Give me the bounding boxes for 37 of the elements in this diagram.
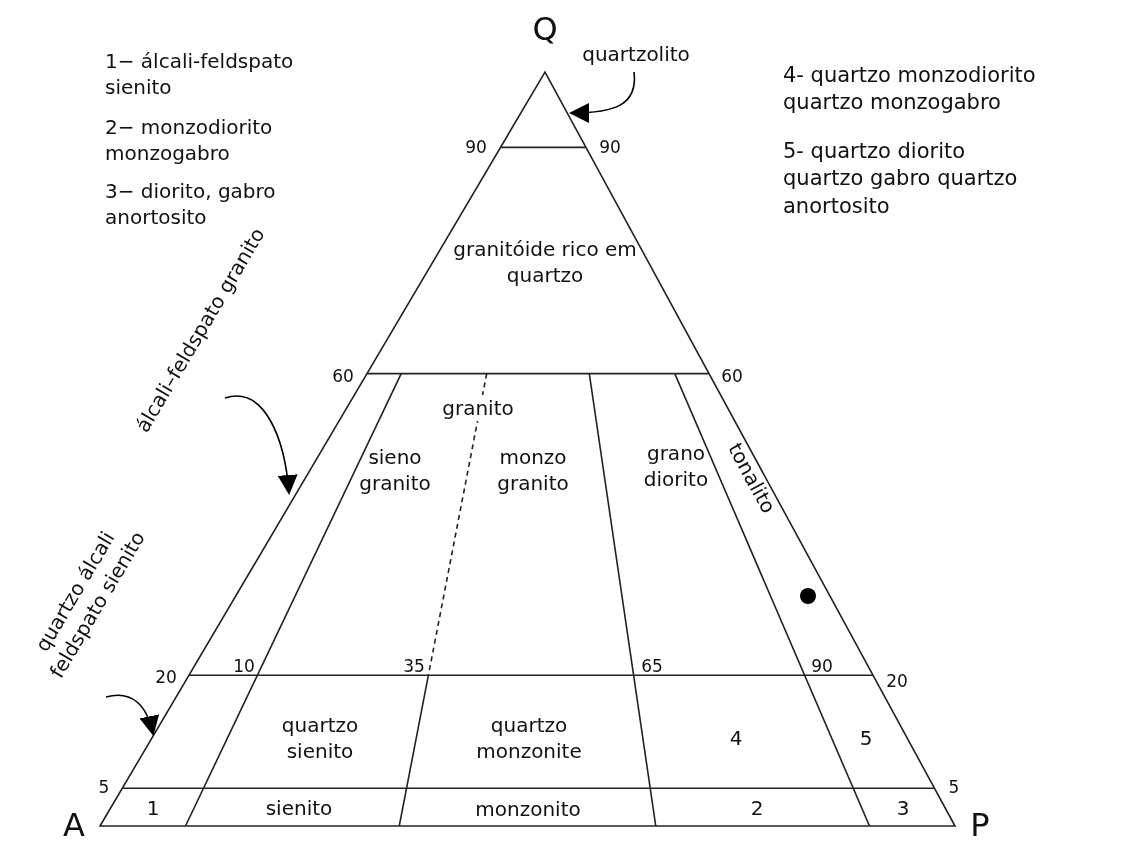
curved-arrow bbox=[105, 694, 159, 736]
field-label: quartzo monzonite bbox=[475, 712, 583, 764]
tick-label: 60 bbox=[332, 364, 354, 388]
tick-label: 20 bbox=[155, 665, 177, 689]
field-label: 1 bbox=[146, 795, 160, 821]
tick-label: 5 bbox=[948, 775, 960, 799]
vertex-label: P bbox=[970, 805, 990, 847]
tick-label: 20 bbox=[886, 669, 908, 693]
field-label: granitóide rico em quartzo bbox=[452, 236, 638, 288]
tick-label: 90 bbox=[811, 654, 833, 678]
tick-label: 65 bbox=[641, 654, 663, 678]
tick-label: 5 bbox=[98, 775, 110, 799]
tick-label: 35 bbox=[403, 654, 425, 678]
callout-label: quartzolito bbox=[582, 41, 690, 67]
vertex-label: A bbox=[63, 805, 85, 847]
field-label: 4 bbox=[729, 725, 743, 751]
legend-note: 4- quartzo monzodiorito quartzo monzogabro bbox=[783, 62, 1037, 117]
legend-note: 5- quartzo diorito quartzo gabro quartzo anortosito bbox=[783, 138, 1018, 220]
tick-label: 90 bbox=[465, 135, 487, 159]
legend-note: 1− álcali-feldspato sienito bbox=[105, 48, 295, 100]
field-label: 2 bbox=[750, 795, 764, 821]
legend-note: 3− diorito, gabro anortosito bbox=[105, 178, 277, 230]
field-label: quartzo sienito bbox=[280, 712, 360, 764]
field-label: sienito bbox=[265, 795, 333, 821]
field-label: monzo granito bbox=[496, 444, 570, 496]
curved-arrow bbox=[569, 71, 636, 123]
legend-note: 2− monzodiorito monzogabro bbox=[105, 114, 274, 166]
curved-arrow bbox=[224, 395, 298, 495]
tick-label: 10 bbox=[233, 654, 255, 678]
field-label: 3 bbox=[896, 795, 910, 821]
tick-label: 90 bbox=[599, 135, 621, 159]
field-label: sieno granito bbox=[358, 444, 432, 496]
tick-label: 60 bbox=[721, 364, 743, 388]
field-label: 5 bbox=[859, 725, 873, 751]
field-label: grano diorito bbox=[642, 440, 710, 492]
vertex-label: Q bbox=[532, 9, 558, 51]
field-label: monzonito bbox=[475, 796, 581, 822]
